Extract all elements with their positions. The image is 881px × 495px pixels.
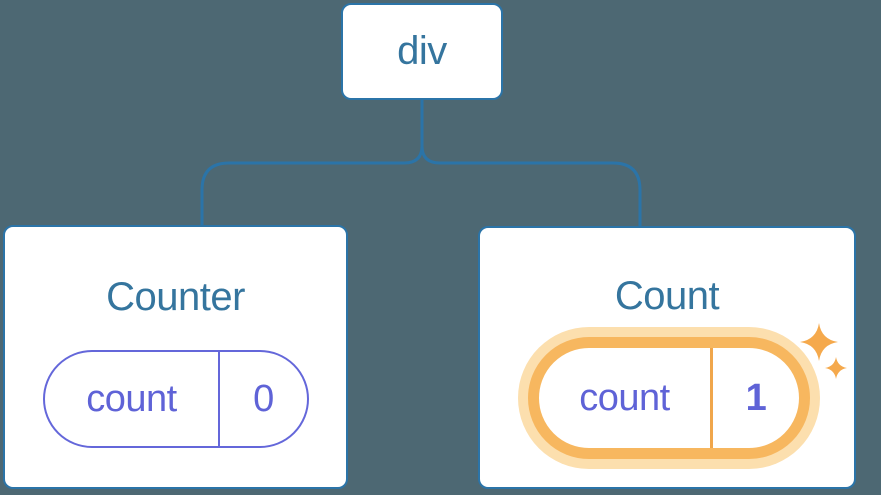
component-card-counter: Counter count 0	[3, 225, 348, 489]
tree-node-div: div	[341, 3, 503, 100]
component-card-count: Count count 1	[478, 226, 856, 489]
state-key-label: count	[579, 376, 670, 419]
sparkle-icon	[800, 323, 847, 379]
state-pill-divider	[710, 348, 713, 448]
component-title: Counter	[106, 275, 245, 319]
state-pill-highlighted: count 1	[528, 337, 810, 459]
component-title: Count	[614, 274, 720, 318]
state-value: 0	[253, 377, 274, 420]
state-value: 1	[745, 376, 767, 419]
state-pill-divider	[218, 352, 220, 446]
tree-node-div-label: div	[397, 29, 447, 73]
state-pill: count 0	[43, 350, 309, 448]
state-key-label: count	[86, 377, 177, 420]
